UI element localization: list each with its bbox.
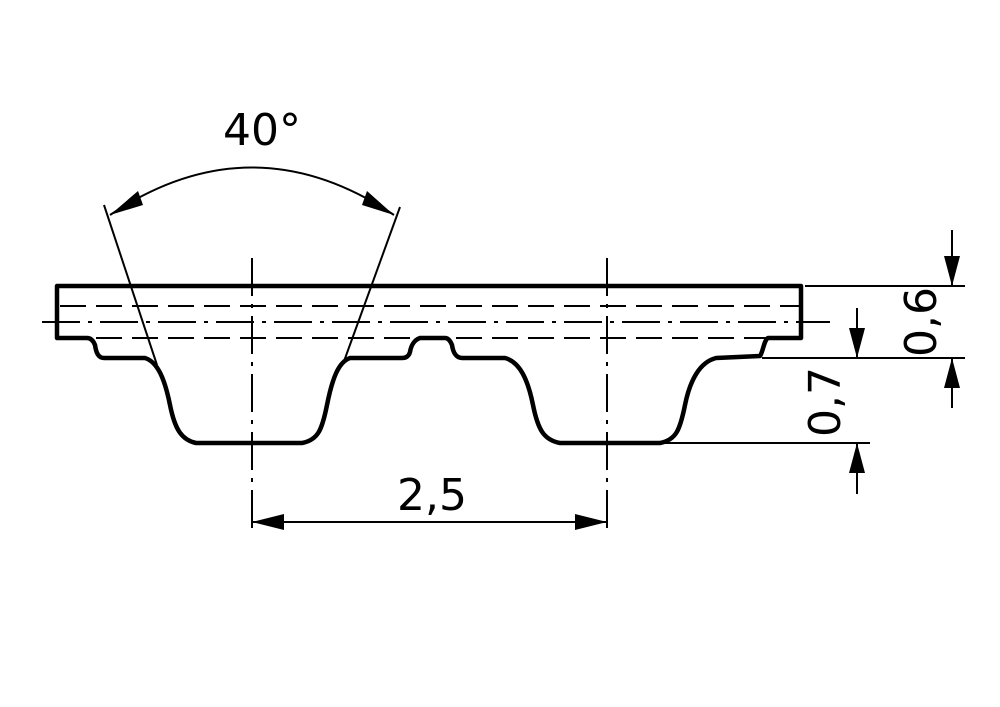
- tooth-height-arrow-top: [849, 328, 865, 358]
- thickness-dimension: 0,6: [896, 230, 960, 408]
- pitch-arrow-left: [252, 514, 284, 530]
- belt-outline: [54, 283, 804, 446]
- flank-line-right: [342, 206, 401, 365]
- tooth-height-label: 0,7: [800, 367, 851, 437]
- angle-label: 40°: [223, 105, 301, 156]
- pitch-label: 2,5: [397, 470, 467, 521]
- thickness-arrow-bottom: [944, 358, 960, 388]
- thickness-label: 0,6: [896, 287, 947, 357]
- pitch-arrow-right: [575, 514, 607, 530]
- tooth-height-dimension: 0,7: [800, 308, 865, 494]
- tooth-height-arrow-bottom: [849, 443, 865, 473]
- angle-arrow-right: [362, 191, 394, 215]
- belt-profile: [54, 283, 804, 446]
- angle-dimension: 40°: [103, 105, 401, 366]
- angle-arrow-left: [110, 191, 143, 215]
- flank-line-left: [103, 204, 158, 366]
- pitch-dimension: 2,5: [252, 470, 607, 530]
- thickness-arrow-top: [944, 256, 960, 286]
- angle-arc: [109, 166, 395, 216]
